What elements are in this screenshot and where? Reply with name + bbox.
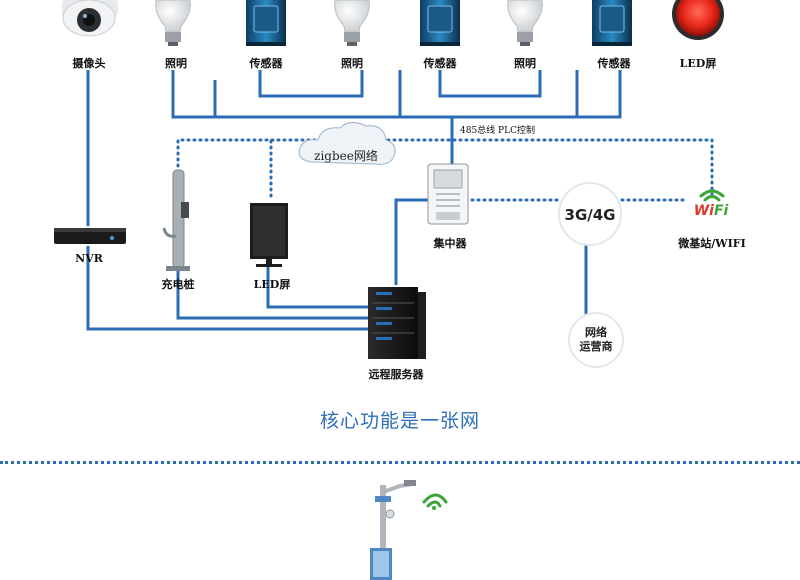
label-led-mid: LED屏	[253, 278, 291, 291]
label-sensor-2: 传感器	[423, 57, 457, 70]
nvr-icon	[54, 228, 126, 244]
label-operator: 网络 运营商	[580, 326, 613, 354]
zigbee-wiring	[176, 138, 714, 202]
server-icon	[368, 287, 426, 359]
label-bus: 485总线 PLC控制	[460, 126, 535, 136]
label-sensor-1: 传感器	[249, 57, 283, 70]
cell-network-icon	[558, 182, 622, 246]
led-panel-icon	[672, 0, 724, 40]
server-wiring	[86, 70, 588, 331]
headline: 核心功能是一张网	[319, 410, 480, 432]
label-charger: 充电桩	[161, 278, 195, 291]
bus-wiring	[171, 70, 622, 166]
signal-icon	[422, 493, 448, 510]
concentrator-icon	[427, 163, 469, 225]
label-nvr: NVR	[75, 252, 103, 265]
label-zigbee: zigbee网络	[314, 149, 378, 163]
label-3g4g: 3G/4G	[564, 206, 616, 224]
section-divider	[0, 461, 800, 464]
label-concentrator: 集中器	[433, 237, 467, 250]
wifi-word: WiFi	[694, 203, 729, 219]
label-operator-line1: 网络	[585, 326, 607, 339]
charger-icon	[162, 169, 190, 271]
label-server: 远程服务器	[368, 368, 424, 381]
wifi-icon	[699, 189, 725, 202]
label-light-2: 照明	[341, 57, 363, 70]
wifi-word-text: WiFi	[693, 203, 729, 219]
label-led-top: LED屏	[679, 57, 717, 70]
sensor-icon	[246, 0, 286, 46]
bulb-icon	[334, 0, 370, 46]
sensor-icon	[420, 0, 460, 46]
label-microstation: 微基站/WIFI	[678, 237, 746, 250]
cloud-icon	[298, 122, 396, 165]
label-light-1: 照明	[165, 57, 187, 70]
label-sensor-3: 传感器	[597, 57, 631, 70]
smart-pole-icon	[370, 480, 416, 580]
label-operator-line2: 运营商	[579, 340, 613, 353]
operator-icon	[568, 312, 624, 368]
camera-icon	[62, 0, 118, 37]
bulb-icon	[507, 0, 543, 46]
monitor-icon	[250, 203, 288, 267]
sensor-icon	[592, 0, 632, 46]
bulb-icon	[155, 0, 191, 46]
label-light-3: 照明	[514, 57, 536, 70]
label-camera: 摄像头	[72, 57, 106, 70]
